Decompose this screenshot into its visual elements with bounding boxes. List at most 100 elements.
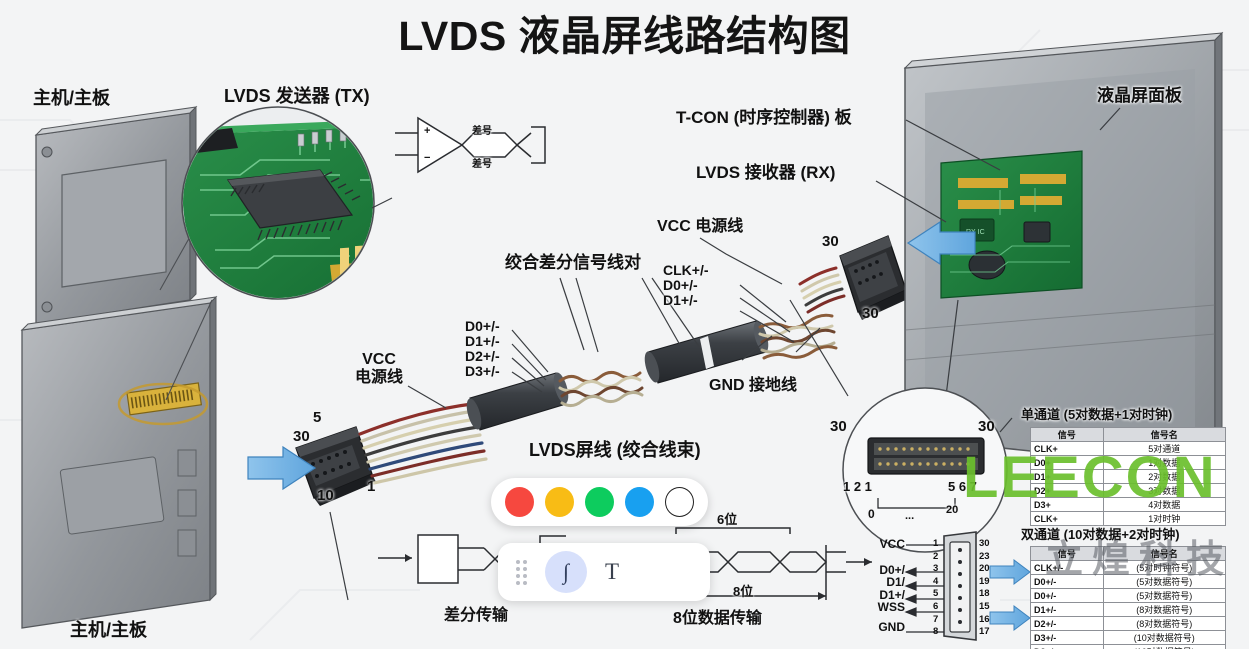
pin-left-4: 5 xyxy=(933,588,939,600)
table-row: D2+/-(8对数据符号) xyxy=(1030,616,1227,631)
white-swatch[interactable] xyxy=(664,487,694,517)
drag-handle-icon[interactable] xyxy=(516,559,527,585)
pair-label-right-0: CLK+/- xyxy=(663,262,709,278)
range-dots-label: ... xyxy=(905,510,915,522)
text-tool-icon[interactable]: T xyxy=(605,559,620,584)
left-lvds-connector xyxy=(295,426,376,506)
desc-cell: 1对时钟 xyxy=(1102,511,1227,526)
pair-label-left-0: D0+/- xyxy=(465,318,500,334)
pin-right-6: 16 xyxy=(979,613,990,625)
label-cable-title: LVDS屏线 (绞合线束) xyxy=(529,440,701,460)
label-vcc-power-left: VCC 电源线 xyxy=(355,351,404,387)
pinout-signal-4: WSS xyxy=(877,600,905,615)
label-gnd-wire: GND 接地线 xyxy=(709,377,798,394)
page-title: LVDS 液晶屏线路结构图 xyxy=(398,13,851,59)
connector-detail-num-right: 30 xyxy=(978,418,995,435)
twisted-pair-segment-b xyxy=(758,313,838,360)
table-row: D3+/-(10对数据符号) xyxy=(1030,630,1227,645)
connector-num-left-top: 5 xyxy=(313,409,322,426)
label-data-transmit: 8位数据传输 xyxy=(673,610,762,627)
table-header-row: 信号 信号名 xyxy=(1030,546,1227,561)
connector-num-left-1: 1 xyxy=(367,478,376,495)
single-channel-table: 信号 信号名 CLK+5对通道 D0+1对数据 D1+2对数据 D2+3对数据 … xyxy=(1030,427,1227,526)
pin-left-6: 7 xyxy=(933,613,939,625)
callout-leaders xyxy=(329,107,1121,601)
connector-num-right-bottom: 30 xyxy=(862,305,879,322)
lvds-tx-magnifier xyxy=(159,106,375,401)
blue-arrow-to-board xyxy=(247,445,317,491)
desc-cell: (8对数据符号) xyxy=(1102,602,1227,617)
sig-cell: D0+/- xyxy=(1030,588,1104,603)
table-row: D1+/-(8对数据符号) xyxy=(1030,602,1227,617)
desc-cell: (10对数据符号) xyxy=(1102,644,1227,649)
pair-label-left-1: D1+/- xyxy=(465,333,500,349)
color-swatch-palette[interactable] xyxy=(491,478,708,526)
col-header-signal-name: 信号名 xyxy=(1102,427,1227,442)
cable-sleeve-left xyxy=(466,372,569,431)
label-vcc-power-right: VCC 电源线 xyxy=(657,218,744,235)
pair-label-right-1: D0+/- xyxy=(663,277,698,293)
label-host-board-top: 主机/主板 xyxy=(33,88,111,108)
range-start-label: 0 xyxy=(868,507,875,521)
green-swatch[interactable] xyxy=(584,487,614,517)
sig-cell: D2+/- xyxy=(1030,616,1104,631)
range-end-label: 20 xyxy=(946,504,959,516)
single-channel-body: CLK+5对通道 D0+1对数据 D1+2对数据 D2+3对数据 D3+4对数据… xyxy=(1030,441,1227,526)
connector-detail-pins-right: 5 6 7 xyxy=(948,479,977,494)
label-lvds-rx: LVDS 接收器 (RX) xyxy=(696,163,836,182)
dual-channel-body: CLK+/-(5对时钟符号) D0+/-(5对数据符号) D0+/-(5对数据符… xyxy=(1030,560,1227,649)
red-swatch[interactable] xyxy=(505,487,534,517)
pinout-signal-2: D1/ xyxy=(886,575,905,590)
connector-num-right-top: 30 xyxy=(822,233,839,250)
waveform-bits-bottom: 8位 xyxy=(733,584,754,599)
pair-label-left-3: D3+/- xyxy=(465,363,500,379)
single-channel-title: 单通道 (5对数据+1对时钟) xyxy=(1021,407,1173,422)
label-lvds-tx: LVDS 发送器 (TX) xyxy=(224,86,370,106)
label-diff-signal-top: 差号 xyxy=(472,126,492,137)
sig-cell: CLK+ xyxy=(1030,511,1104,526)
table-row: D3+/-(10对数据符号) xyxy=(1030,644,1227,649)
pinout-arrows xyxy=(989,559,1031,631)
desc-cell: (8对数据符号) xyxy=(1102,616,1227,631)
waveform-bits-top: 6位 xyxy=(717,512,738,527)
sig-cell: D1+/- xyxy=(1030,602,1104,617)
table-header-row: 信号 信号名 xyxy=(1030,427,1227,442)
sig-cell: D3+/- xyxy=(1030,644,1104,649)
lcd-panel: RX IC xyxy=(903,31,1224,472)
host-board-bottom xyxy=(20,295,218,629)
pin-left-7: 8 xyxy=(933,626,939,638)
diff-minus-sign: − xyxy=(424,152,430,164)
pinout-signal-0: VCC xyxy=(879,537,905,551)
label-host-board-bottom: 主机/主板 xyxy=(70,620,148,640)
pin-right-4: 18 xyxy=(979,588,990,600)
watermark-brand-en: LEECON xyxy=(963,445,1217,510)
pinout-right-pin-numbers: 30 23 20 19 18 15 16 17 xyxy=(979,538,990,639)
pinout-signal-list: VCC D0+/ D1/ D1+/ WSS GND xyxy=(845,538,905,634)
table-row: CLK+1对时钟 xyxy=(1030,511,1227,526)
table-row: CLK+/-(5对时钟符号) xyxy=(1030,560,1227,575)
pen-tool-icon[interactable]: ∫ xyxy=(545,551,587,593)
blue-swatch[interactable] xyxy=(624,487,654,517)
connector-detail-pins-left: 1 2 1 xyxy=(843,479,872,494)
pinout-left-pin-numbers: 1 2 3 4 5 6 7 8 xyxy=(933,538,938,639)
tcon-board: RX IC xyxy=(940,150,1083,299)
yellow-swatch[interactable] xyxy=(544,487,574,517)
col-header-signal: 信号 xyxy=(1030,427,1104,442)
pin-right-3: 19 xyxy=(979,575,990,587)
floating-toolbar[interactable]: ∫ T xyxy=(498,543,710,601)
db-connector-pinout xyxy=(904,531,977,641)
left-wire-bundle xyxy=(358,402,488,485)
twisted-pair-segment-a xyxy=(558,370,644,408)
pinout-signal-3: D1+/ xyxy=(879,587,905,602)
pin-right-7: 17 xyxy=(979,626,990,638)
right-lvds-connector xyxy=(798,235,910,320)
blue-arrow-to-panel xyxy=(906,220,976,266)
host-board-top xyxy=(34,105,198,325)
pin-left-1: 2 xyxy=(933,550,939,562)
dual-channel-title: 双通道 (10对数据+2对时钟) xyxy=(1021,527,1180,542)
pinout-signal-1: D0+/ xyxy=(879,562,905,577)
pin-right-1: 23 xyxy=(979,550,990,562)
col-header-signal: 信号 xyxy=(1030,546,1104,561)
label-lcd-panel: 液晶屏面板 xyxy=(1097,86,1182,105)
